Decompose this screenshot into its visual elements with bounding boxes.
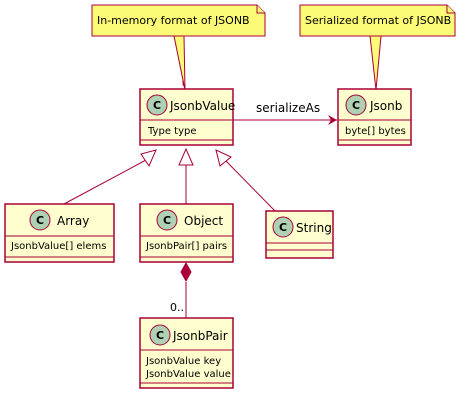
svg-text:C: C <box>156 329 164 342</box>
class-name-jsonbvalue: JsonbValue <box>169 99 235 113</box>
class-string: C String <box>265 210 334 259</box>
class-name-object: Object <box>184 214 223 228</box>
svg-text:C: C <box>352 99 360 112</box>
class-stereotype-icon <box>146 94 168 116</box>
inherit-arrowhead-string <box>215 149 232 167</box>
composition-multiplicity: 0.. <box>170 301 184 314</box>
note-jsonb: Serialized format of JSONB <box>299 4 456 37</box>
svg-text:C: C <box>153 99 161 112</box>
field-jsonbvalue-type: Type type <box>147 126 197 137</box>
class-jsonbvalue: C JsonbValue Type type <box>139 88 235 146</box>
note-jsonb-tail <box>369 35 382 91</box>
class-name-string: String <box>296 221 332 235</box>
inherit-edge-array <box>63 159 147 205</box>
inherit-arrowhead-object <box>178 147 194 166</box>
composition-diamond <box>180 261 192 283</box>
class-stereotype-icon <box>29 209 51 231</box>
note-jsonb-text: Serialized format of JSONB <box>305 14 451 27</box>
note-jsonbvalue: In-memory format of JSONB <box>91 4 266 37</box>
class-name-jsonb: Jsonb <box>369 99 402 113</box>
svg-text:C: C <box>163 214 171 227</box>
field-object-pairs: JsonbPair[] pairs <box>145 241 227 252</box>
field-jsonbpair-value: JsonbValue value <box>145 369 231 380</box>
serialize-label: serializeAs <box>256 101 320 115</box>
note-jsonbvalue-text: In-memory format of JSONB <box>97 14 250 27</box>
class-name-jsonbpair: JsonbPair <box>172 329 228 343</box>
class-object: C Object JsonbPair[] pairs <box>139 203 234 263</box>
inherit-edge-string <box>225 160 276 212</box>
note-jsonbvalue-tail <box>173 35 186 91</box>
class-array: C Array JsonbValue[] elems <box>4 203 115 263</box>
class-stereotype-icon <box>149 324 171 346</box>
field-jsonb-bytes: byte[] bytes <box>345 126 406 137</box>
field-jsonbpair-key: JsonbValue key <box>145 356 221 367</box>
class-stereotype-icon <box>345 94 367 116</box>
inherit-arrowhead-array <box>140 149 157 168</box>
class-stereotype-icon <box>156 209 178 231</box>
class-stereotype-icon <box>272 216 294 238</box>
class-name-array: Array <box>57 214 89 228</box>
svg-text:C: C <box>279 221 287 234</box>
class-jsonbpair: C JsonbPair JsonbValue key JsonbValue va… <box>139 317 234 389</box>
class-jsonb: C Jsonb byte[] bytes <box>337 88 412 146</box>
field-array-elems: JsonbValue[] elems <box>10 241 106 252</box>
svg-text:C: C <box>36 214 44 227</box>
